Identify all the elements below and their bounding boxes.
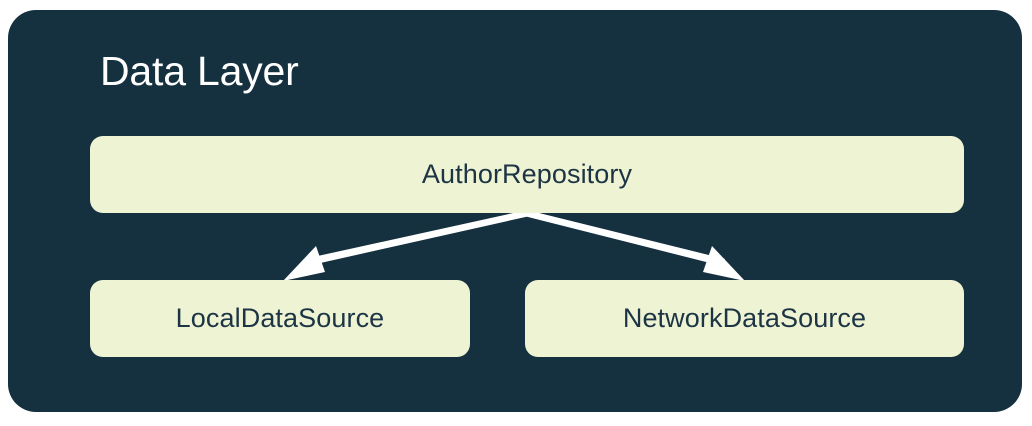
node-network-data-source-label: NetworkDataSource (622, 303, 867, 333)
node-network-data-source[interactable]: NetworkDataSource (525, 280, 964, 357)
node-local-data-source-label: LocalDataSource (175, 303, 385, 333)
node-author-repository[interactable]: AuthorRepository (90, 136, 964, 213)
node-local-data-source[interactable]: LocalDataSource (90, 280, 470, 357)
page-title: Data Layer (100, 48, 299, 94)
node-author-repository-label: AuthorRepository (421, 159, 633, 189)
